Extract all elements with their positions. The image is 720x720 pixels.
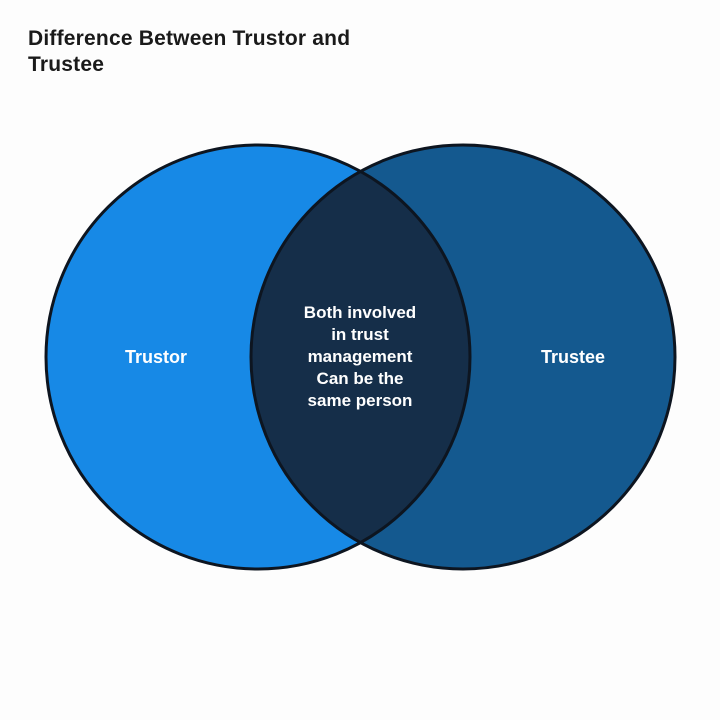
overlap-label-line-2: in trust xyxy=(331,325,389,344)
overlap-label-line-4: Can be the xyxy=(317,369,404,388)
right-circle-label: Trustee xyxy=(541,347,605,367)
overlap-label-line-3: management xyxy=(308,347,413,366)
venn-left-outline xyxy=(44,143,472,571)
overlap-label-line-1: Both involved xyxy=(304,303,416,322)
page-title: Difference Between Trustor and Trustee xyxy=(28,27,351,77)
venn-overlap-region xyxy=(251,145,470,569)
overlap-label-line-5: same person xyxy=(308,391,413,410)
left-circle-label: Trustor xyxy=(125,347,187,367)
venn-right-outline xyxy=(249,143,677,571)
overlap-label: Both involved in trust management Can be… xyxy=(304,303,416,410)
